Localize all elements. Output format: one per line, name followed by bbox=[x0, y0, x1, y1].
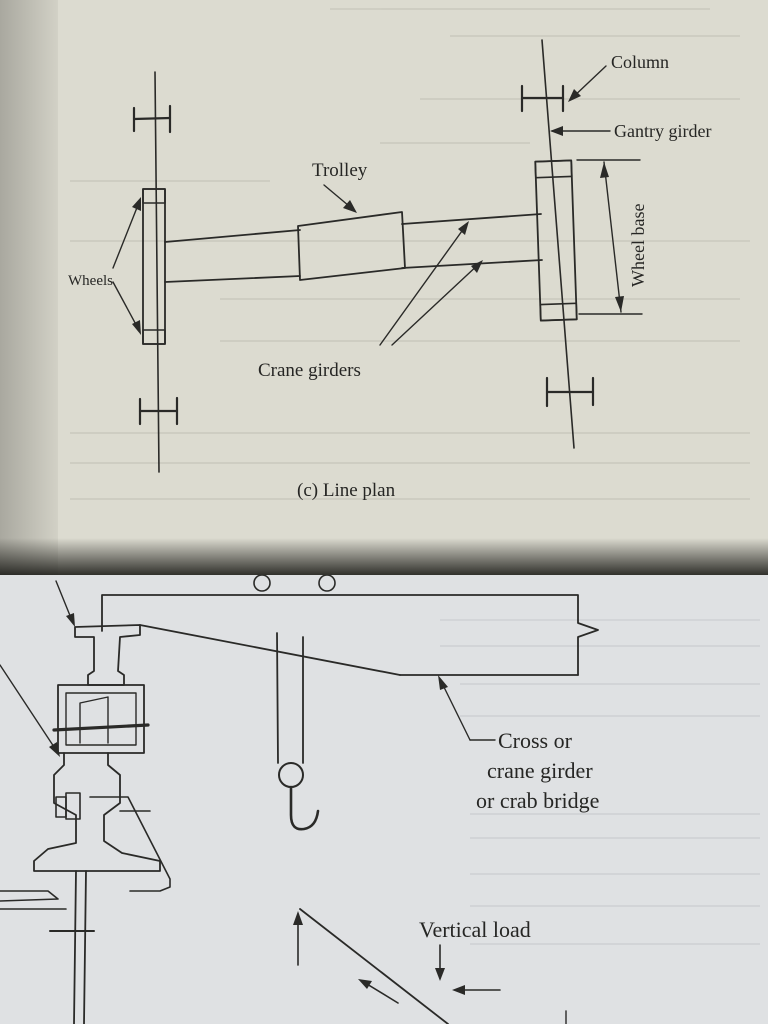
trolley-box bbox=[297, 211, 406, 281]
wheels-leader-arrows bbox=[112, 197, 141, 335]
trolley-leader-arrow bbox=[323, 184, 357, 213]
hoist-hook bbox=[276, 632, 320, 831]
vertical-load-label: Vertical load bbox=[419, 917, 531, 942]
left-top-column-section bbox=[132, 104, 172, 134]
section-view-page: Cross or crane girder or crab bridge Ver… bbox=[0, 575, 768, 1024]
cross-girder-label-line1: Cross or bbox=[498, 728, 573, 753]
rail-leader-arrow bbox=[55, 580, 75, 627]
column-leader-arrow bbox=[568, 65, 607, 102]
crane-rail-and-gantry-girder bbox=[0, 624, 171, 1024]
crane-girders-label: Crane girders bbox=[258, 360, 361, 381]
cross-girder-label-line3: or crab bridge bbox=[476, 788, 599, 813]
page-bottom-shadow bbox=[0, 538, 768, 575]
gantry-girder-leader-arrow bbox=[550, 126, 611, 136]
wheel-base-dimension bbox=[576, 159, 643, 315]
cross-girder bbox=[101, 594, 599, 676]
left-bottom-column-section bbox=[138, 396, 179, 426]
right-end-carriage bbox=[534, 159, 578, 322]
gantry-girder-label: Gantry girder bbox=[614, 121, 711, 141]
right-rail-line bbox=[541, 39, 575, 449]
carriage-wheel-right bbox=[318, 575, 336, 592]
wheel-base-label: Wheel base bbox=[628, 204, 648, 287]
figure-caption: (c) Line plan bbox=[297, 480, 396, 501]
crane-girder-bridge bbox=[164, 213, 543, 283]
left-rail-line bbox=[154, 71, 160, 473]
carriage-wheel-left bbox=[253, 575, 271, 592]
right-bottom-column-section bbox=[545, 376, 595, 408]
trolley-label: Trolley bbox=[312, 160, 368, 181]
section-view-diagram: Cross or crane girder or crab bridge Ver… bbox=[0, 575, 760, 1024]
page-left-shadow bbox=[0, 0, 58, 575]
bleed-through-text bbox=[70, 8, 750, 500]
cross-girder-leader-arrow bbox=[438, 675, 496, 741]
bleed-through-text bbox=[440, 619, 760, 945]
cross-girder-label-line2: crane girder bbox=[487, 758, 593, 783]
gantry-leader-arrow bbox=[0, 664, 60, 757]
left-end-carriage bbox=[142, 188, 166, 345]
crane-girders-leader-arrows bbox=[379, 221, 483, 346]
line-plan-diagram: Column Gantry girder Trolley Wheel base … bbox=[68, 8, 750, 501]
wheels-label: Wheels bbox=[68, 273, 113, 289]
line-plan-page: Column Gantry girder Trolley Wheel base … bbox=[0, 0, 768, 575]
column-label: Column bbox=[611, 52, 669, 72]
vertical-load-arrows bbox=[293, 908, 567, 1024]
right-top-column-section bbox=[520, 84, 565, 113]
